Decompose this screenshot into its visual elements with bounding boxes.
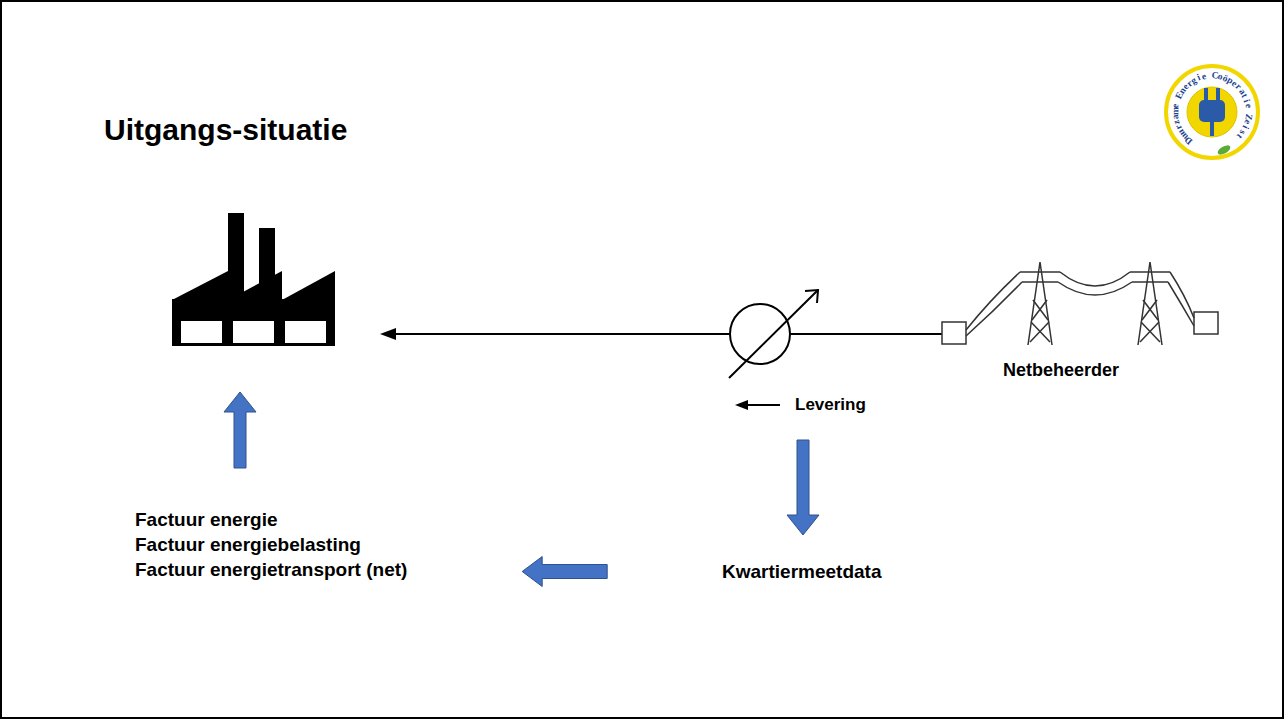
invoice-arrow-up [224, 392, 256, 468]
flow-label: Levering [795, 394, 866, 416]
grid-line [790, 333, 942, 335]
grid-operator-label: Netbeheerder [1003, 359, 1119, 381]
logo-letter: i [1241, 98, 1251, 103]
data-arrow-down [787, 440, 819, 535]
delivery-arrow [735, 400, 780, 410]
supply-arrow [380, 328, 730, 340]
node-text: Kwartiermeetdata [722, 559, 881, 584]
factory-icon [172, 213, 335, 346]
data-flow-arrow [522, 557, 607, 587]
grid-picture [942, 262, 1218, 345]
node-text: Factuur energiebelasting [135, 532, 407, 557]
logo-letter: e [1201, 72, 1207, 82]
node-text: Factuur energie [135, 507, 407, 532]
node-text: Factuur energietransport (net) [135, 557, 407, 582]
cooperative-logo [1166, 66, 1258, 158]
slide-title: Uitgangs-situatie [104, 112, 347, 148]
invoice-list: Factuur energieFactuur energiebelastingF… [131, 505, 411, 584]
meter-data-box: Kwartiermeetdata [718, 557, 885, 586]
logo-letter: e [1243, 104, 1253, 110]
